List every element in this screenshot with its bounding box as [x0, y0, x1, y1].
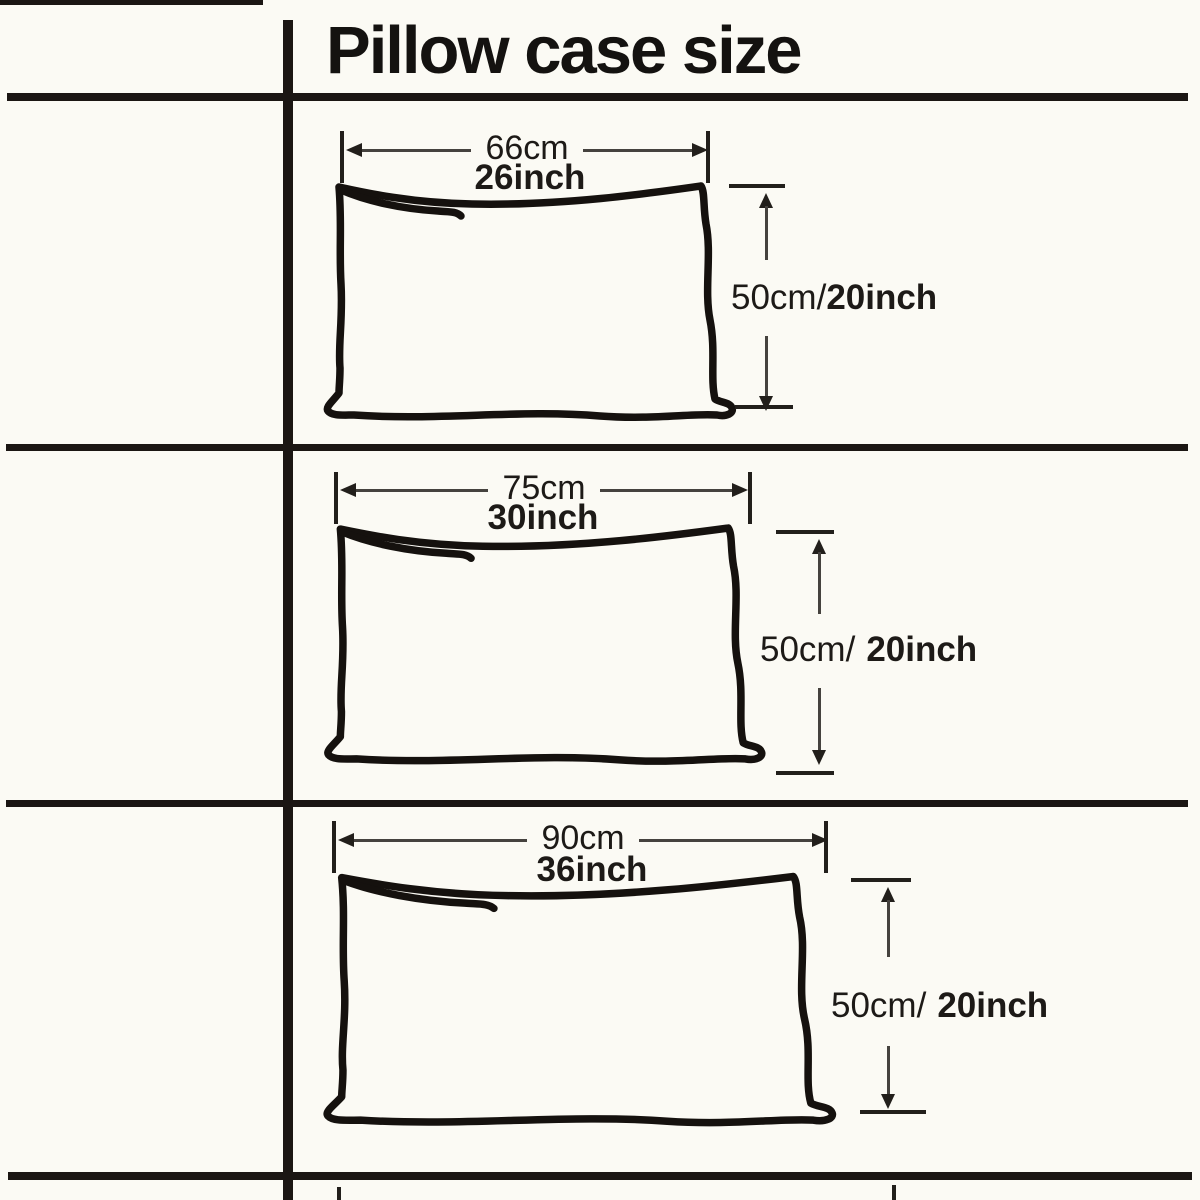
- row-divider-3: [8, 1172, 1192, 1180]
- arrow-right-icon: [732, 483, 749, 497]
- row3-width-tick-left: [332, 821, 336, 873]
- row1-width-arrow: 66cm: [346, 129, 709, 167]
- arrow-left-icon: [346, 143, 362, 157]
- arrow-up-icon: [759, 193, 773, 208]
- row1-width-tick-right: [706, 131, 710, 183]
- row3-height-tick-bottom: [860, 1110, 926, 1114]
- row3-pillow-drawing: [318, 868, 842, 1134]
- row2-pillow-drawing: [320, 520, 770, 772]
- row1-pillow-drawing: [320, 178, 740, 428]
- row1-height-inch: 20inch: [826, 278, 938, 317]
- row1-height-cm: 50cm/: [731, 278, 827, 317]
- row-divider-under-title: [7, 93, 1188, 101]
- arrow-left-icon: [340, 483, 356, 497]
- row1-height-label: 50cm/20inch: [731, 278, 937, 318]
- row2-height-tick-bottom: [776, 771, 834, 775]
- row2-height-tick-top: [776, 530, 834, 534]
- top-left-border-line: [0, 0, 263, 5]
- row-divider-1: [6, 444, 1188, 451]
- row3-height-cm: 50cm/: [831, 986, 927, 1025]
- arrow-up-icon: [812, 539, 826, 554]
- row1-height-tick-top: [729, 184, 785, 188]
- arrow-down-icon: [812, 750, 826, 765]
- row2-width-arrow: 75cm: [340, 469, 749, 507]
- arrow-right-icon: [812, 833, 829, 847]
- row4-width-tick-right-partial: [892, 1185, 896, 1200]
- arrow-down-icon: [759, 396, 773, 411]
- row3-height-tick-top: [851, 878, 911, 882]
- row3-width-tick-right: [824, 821, 828, 873]
- row2-height-label: 50cm/20inch: [760, 630, 977, 670]
- table-vertical-divider: [283, 20, 293, 1200]
- row3-height-label: 50cm/20inch: [831, 986, 1048, 1026]
- row2-width-cm-label: 75cm: [502, 468, 586, 507]
- arrow-up-icon: [881, 887, 895, 902]
- arrow-right-icon: [692, 143, 709, 157]
- row3-height-inch: 20inch: [937, 986, 1049, 1025]
- row2-width-inch-label: 30inch: [487, 498, 599, 537]
- row2-height-cm: 50cm/: [760, 630, 856, 669]
- row2-height-inch: 20inch: [866, 630, 978, 669]
- page-title: Pillow case size: [326, 12, 802, 88]
- row1-width-cm-label: 66cm: [485, 128, 569, 167]
- row1-width-inch-label: 26inch: [474, 158, 586, 197]
- row4-width-tick-left-partial: [337, 1187, 341, 1200]
- row2-width-tick-left: [334, 472, 338, 524]
- row-divider-2: [6, 800, 1188, 807]
- row3-width-arrow: 90cm: [338, 819, 829, 857]
- row1-width-tick-left: [340, 131, 344, 183]
- arrow-down-icon: [881, 1094, 895, 1109]
- row3-width-cm-label: 90cm: [541, 818, 625, 857]
- row3-width-inch-label: 36inch: [536, 850, 648, 889]
- row2-width-tick-right: [748, 472, 752, 524]
- arrow-left-icon: [338, 833, 354, 847]
